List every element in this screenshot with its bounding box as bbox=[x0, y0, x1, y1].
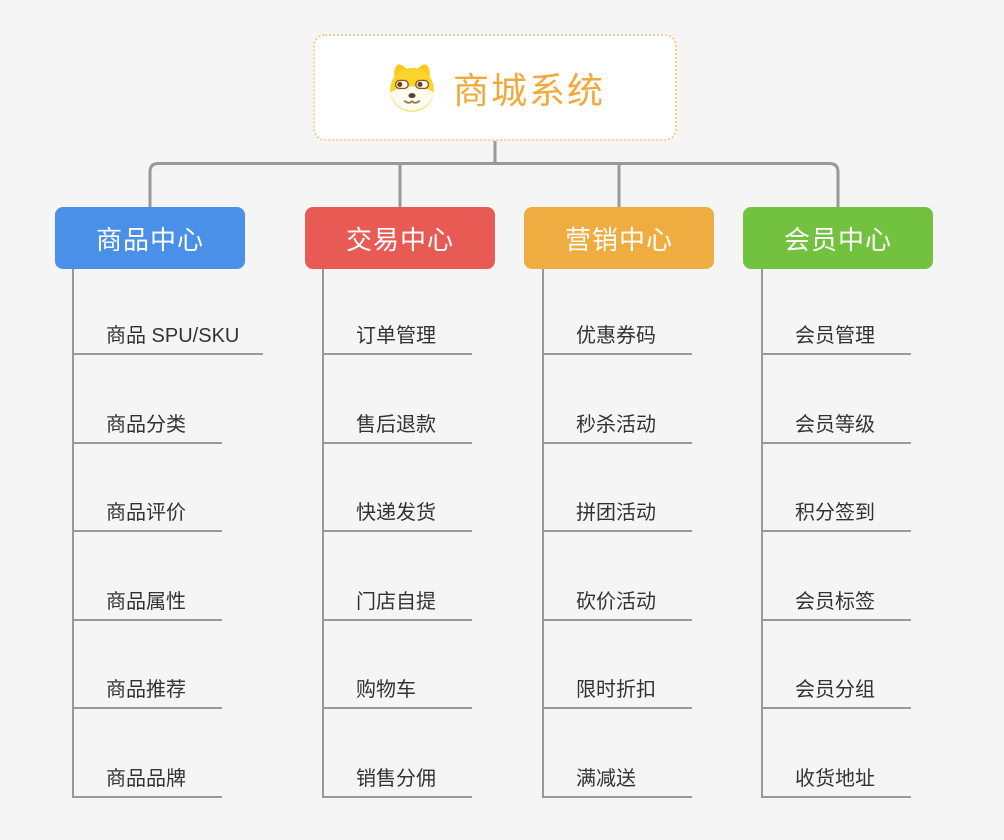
child-topic[interactable]: 砍价活动 bbox=[542, 581, 692, 621]
child-topic[interactable]: 快递发货 bbox=[322, 492, 472, 532]
child-topic[interactable]: 优惠券码 bbox=[542, 315, 692, 355]
child-topic[interactable]: 会员分组 bbox=[761, 669, 911, 709]
child-topic[interactable]: 商品推荐 bbox=[72, 669, 222, 709]
dog-face-icon bbox=[385, 61, 439, 115]
children-trade-center: 订单管理 售后退款 快递发货 门店自提 购物车 销售分佣 bbox=[322, 315, 472, 798]
branch-node-member-center[interactable]: 会员中心 bbox=[743, 207, 933, 269]
child-topic[interactable]: 商品评价 bbox=[72, 492, 222, 532]
child-topic[interactable]: 商品品牌 bbox=[72, 758, 222, 798]
branch-node-marketing-center[interactable]: 营销中心 bbox=[524, 207, 714, 269]
child-topic[interactable]: 会员标签 bbox=[761, 581, 911, 621]
child-topic[interactable]: 限时折扣 bbox=[542, 669, 692, 709]
main-connectors bbox=[148, 140, 840, 207]
child-topic[interactable]: 销售分佣 bbox=[322, 758, 472, 798]
child-topic[interactable]: 拼团活动 bbox=[542, 492, 692, 532]
child-topic[interactable]: 秒杀活动 bbox=[542, 404, 692, 444]
branch-node-product-center[interactable]: 商品中心 bbox=[55, 207, 245, 269]
child-topic[interactable]: 积分签到 bbox=[761, 492, 911, 532]
child-topic[interactable]: 商品分类 bbox=[72, 404, 222, 444]
branch-label: 营销中心 bbox=[564, 224, 673, 255]
branch-label: 交易中心 bbox=[345, 224, 454, 255]
child-topic[interactable]: 门店自提 bbox=[322, 581, 472, 621]
child-topic[interactable]: 收货地址 bbox=[761, 758, 911, 798]
children-member-center: 会员管理 会员等级 积分签到 会员标签 会员分组 收货地址 bbox=[761, 315, 911, 798]
root-title: 商城系统 bbox=[452, 69, 605, 111]
child-topic[interactable]: 售后退款 bbox=[322, 404, 472, 444]
child-topic[interactable]: 会员等级 bbox=[761, 404, 911, 444]
children-product-center: 商品 SPU/SKU 商品分类 商品评价 商品属性 商品推荐 商品品牌 bbox=[72, 315, 264, 798]
branch-label: 商品中心 bbox=[95, 224, 204, 255]
branch-node-trade-center[interactable]: 交易中心 bbox=[305, 207, 495, 269]
child-topic[interactable]: 满减送 bbox=[542, 758, 692, 798]
child-topic[interactable]: 订单管理 bbox=[322, 315, 472, 355]
child-topic[interactable]: 购物车 bbox=[322, 669, 472, 709]
children-marketing-center: 优惠券码 秒杀活动 拼团活动 砍价活动 限时折扣 满减送 bbox=[542, 315, 692, 798]
child-topic[interactable]: 商品属性 bbox=[72, 581, 222, 621]
branch-label: 会员中心 bbox=[783, 224, 892, 255]
root-node[interactable]: 商城系统 bbox=[313, 34, 677, 141]
child-topic[interactable]: 会员管理 bbox=[761, 315, 911, 355]
child-topic[interactable]: 商品 SPU/SKU bbox=[72, 315, 264, 355]
